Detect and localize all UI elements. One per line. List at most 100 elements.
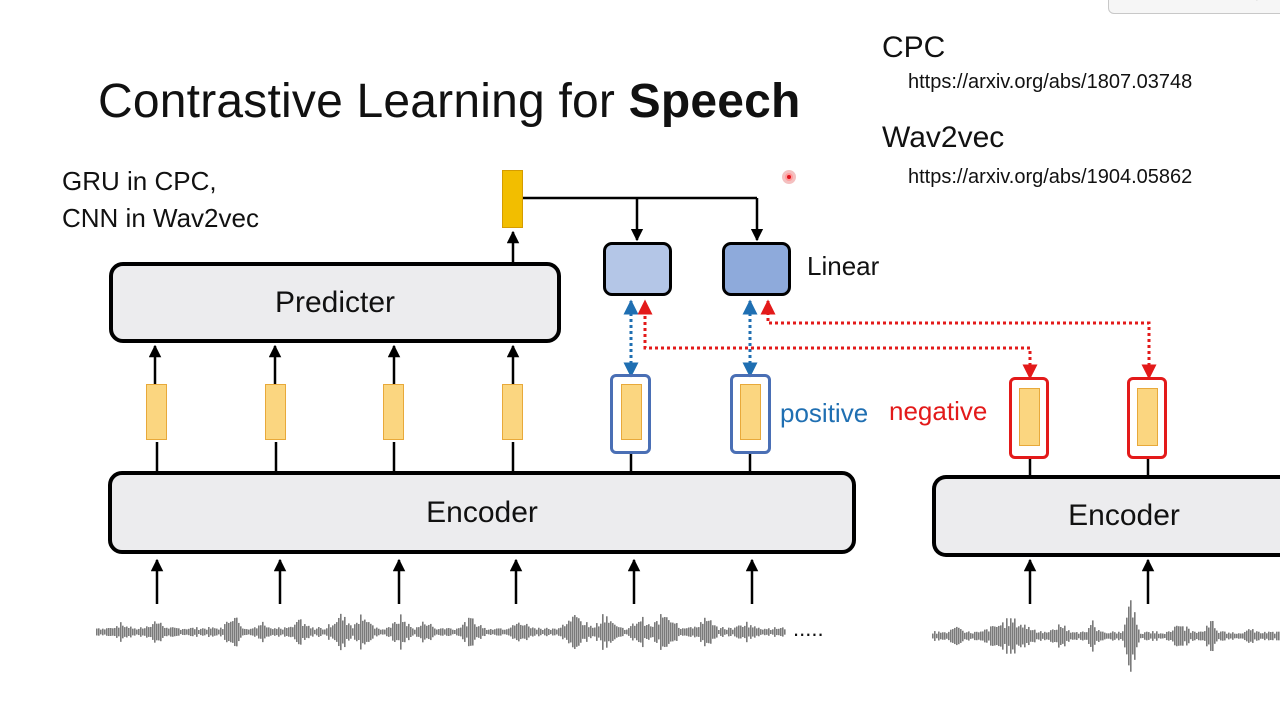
waveform-bar <box>492 629 494 635</box>
waveform-bar <box>962 630 964 642</box>
waveform-bar <box>1144 632 1146 640</box>
waveform-bar <box>272 629 274 635</box>
waveform-bar <box>482 628 484 636</box>
waveform-bar <box>1256 631 1258 641</box>
waveform-bar <box>672 622 674 642</box>
waveform-bar <box>1188 628 1190 644</box>
waveform-bar <box>550 629 552 635</box>
waveform-bar <box>474 624 476 640</box>
waveform-bar <box>714 625 716 639</box>
waveform-bar <box>1112 631 1114 641</box>
waveform-bar <box>192 627 194 637</box>
waveform-bar <box>564 626 566 638</box>
waveform-bar <box>1204 631 1206 641</box>
waveform-bar <box>180 629 182 635</box>
waveform-bar <box>974 631 976 641</box>
settings-icon[interactable]: ⚙ <box>1251 0 1263 4</box>
waveform-bar <box>338 617 340 647</box>
waveform-bar <box>1058 624 1060 648</box>
waveform-bar <box>1044 631 1046 641</box>
waveform-bar <box>1034 629 1036 643</box>
negative-vector <box>1019 388 1040 446</box>
waveform-bar <box>748 627 750 637</box>
waveform-bar <box>1106 633 1108 639</box>
waveform-bar <box>772 629 774 635</box>
waveform-bar <box>460 627 462 637</box>
waveform-bar <box>1242 633 1244 639</box>
waveform-bar <box>156 623 158 641</box>
waveform-bar <box>770 629 772 635</box>
waveform-bar <box>186 629 188 635</box>
waveform-bar <box>548 629 550 635</box>
waveform-bar <box>1062 628 1064 644</box>
waveform-bar <box>396 623 398 641</box>
note-line-1: GRU in CPC, <box>62 166 217 196</box>
waveform-bar <box>702 623 704 641</box>
waveform-bar <box>1022 627 1024 645</box>
waveform-bar <box>258 625 260 639</box>
waveform-bar <box>726 629 728 635</box>
window-icon[interactable]: ▭ <box>1183 0 1195 4</box>
negative-label: negative <box>889 396 988 426</box>
waveform-bar <box>546 627 548 637</box>
waveform-bar <box>390 627 392 637</box>
reference-url-wav2vec[interactable]: https://arxiv.org/abs/1904.05862 <box>908 166 1193 188</box>
waveform-bar <box>522 625 524 639</box>
waveform-bar <box>496 628 498 636</box>
negative-speech-waveform <box>932 600 1280 672</box>
waveform-bar <box>534 628 536 636</box>
waveform-bar <box>436 629 438 635</box>
waveform-bar <box>1074 632 1076 640</box>
waveform-bar <box>758 627 760 637</box>
waveform-bar <box>506 629 508 635</box>
waveform-bar <box>134 628 136 636</box>
waveform-bar <box>504 629 506 635</box>
reference-url-cpc[interactable]: https://arxiv.org/abs/1807.03748 <box>908 71 1193 93</box>
waveform-bar <box>544 628 546 636</box>
waveform-bar <box>1092 620 1094 652</box>
waveform-bar <box>1250 630 1252 642</box>
edit-icon[interactable]: ▱ <box>1217 0 1227 4</box>
waveform-bar <box>1126 617 1128 655</box>
waveform-bar <box>238 622 240 642</box>
waveform-bar <box>1114 632 1116 640</box>
waveform-bar <box>1194 631 1196 641</box>
waveform-bar <box>1098 630 1100 642</box>
waveform-bar <box>388 627 390 637</box>
waveform-bar <box>164 627 166 637</box>
negative-frame <box>1127 377 1167 459</box>
waveform-bar <box>738 625 740 639</box>
waveform-bar <box>1028 626 1030 646</box>
waveform-bar <box>178 628 180 636</box>
waveform-bar <box>370 623 372 641</box>
waveform-bar <box>946 633 948 639</box>
waveform-bar <box>608 622 610 642</box>
waveform-bar <box>352 628 354 636</box>
waveform-bar <box>108 628 110 636</box>
waveform-bar <box>630 626 632 638</box>
waveform-bar <box>488 629 490 635</box>
waveform-bar <box>452 629 454 635</box>
floating-toolbar[interactable]: ✎ ✂ ▭ ▱ ⚙ <box>1108 0 1280 14</box>
waveform-bar <box>1170 631 1172 641</box>
waveform-bar <box>1032 630 1034 642</box>
waveform-bar <box>742 626 744 638</box>
waveform-bar <box>774 627 776 637</box>
waveform-bar <box>562 624 564 640</box>
waveform-bar <box>268 627 270 637</box>
waveform-bar <box>490 629 492 635</box>
positive-label: positive <box>780 398 869 428</box>
waveform-bar <box>354 624 356 640</box>
waveform-bar <box>1156 631 1158 641</box>
positive-frame <box>730 374 771 454</box>
waveform-bar <box>642 616 644 648</box>
scissors-icon[interactable]: ✂ <box>1149 0 1160 4</box>
waveform-bar <box>1094 627 1096 645</box>
waveform-bar <box>366 622 368 642</box>
waveform-bar <box>644 625 646 639</box>
waveform-bar <box>660 614 662 650</box>
pen-icon[interactable]: ✎ <box>1117 0 1128 4</box>
waveform-bar <box>618 627 620 637</box>
waveform-bar <box>498 628 500 636</box>
